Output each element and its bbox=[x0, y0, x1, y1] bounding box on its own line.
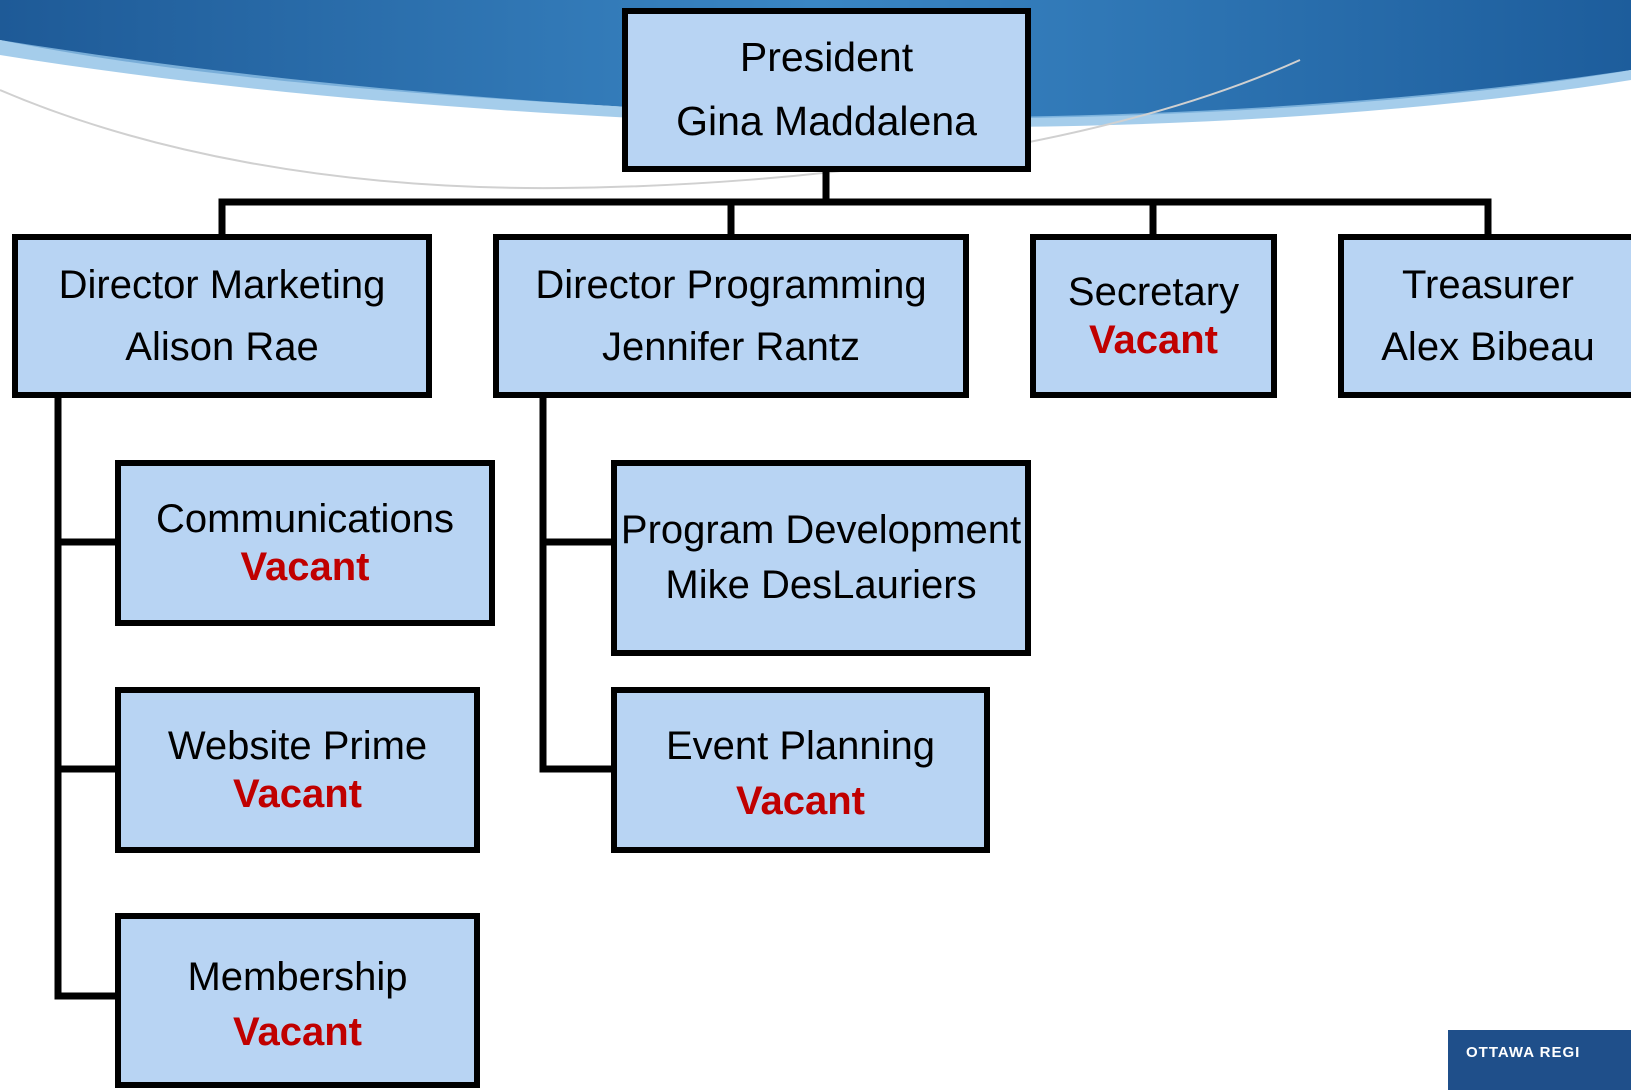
president-box: President Gina Maddalena bbox=[622, 8, 1031, 172]
organization-logo: OTTAWA REGI bbox=[1448, 1030, 1631, 1090]
director-programming-role: Director Programming bbox=[535, 263, 927, 307]
treasurer-box: Treasurer Alex Bibeau bbox=[1338, 234, 1631, 398]
website-prime-box: Website Prime Vacant bbox=[115, 687, 480, 853]
director-marketing-box: Director Marketing Alison Rae bbox=[12, 234, 432, 398]
program-development-name: Mike DesLauriers bbox=[665, 563, 977, 607]
membership-role: Membership bbox=[187, 954, 408, 999]
director-marketing-role: Director Marketing bbox=[58, 263, 386, 307]
secretary-box: Secretary Vacant bbox=[1030, 234, 1277, 398]
director-programming-box: Director Programming Jennifer Rantz bbox=[493, 234, 969, 398]
event-planning-vacant-name: Vacant bbox=[736, 779, 865, 823]
communications-vacant-name: Vacant bbox=[240, 545, 370, 589]
president-name: Gina Maddalena bbox=[676, 98, 977, 144]
program-development-role: Program Development bbox=[620, 508, 1022, 553]
treasurer-name: Alex Bibeau bbox=[1381, 325, 1595, 369]
director-marketing-name: Alison Rae bbox=[125, 325, 319, 369]
secretary-vacant-name: Vacant bbox=[1089, 318, 1218, 362]
website-prime-role: Website Prime bbox=[167, 724, 428, 768]
communications-role: Communications bbox=[156, 497, 454, 541]
event-planning-box: Event Planning Vacant bbox=[611, 687, 990, 853]
event-planning-role: Event Planning bbox=[665, 724, 936, 768]
president-role: President bbox=[739, 34, 914, 81]
membership-vacant-name: Vacant bbox=[233, 1009, 362, 1054]
membership-box: Membership Vacant bbox=[115, 913, 480, 1088]
program-development-box: Program Development Mike DesLauriers bbox=[611, 460, 1031, 656]
communications-box: Communications Vacant bbox=[115, 460, 495, 626]
website-prime-vacant-name: Vacant bbox=[233, 772, 362, 816]
secretary-role: Secretary bbox=[1067, 270, 1240, 314]
director-programming-name: Jennifer Rantz bbox=[602, 325, 860, 369]
treasurer-role: Treasurer bbox=[1402, 263, 1574, 307]
logo-text: OTTAWA REGI bbox=[1466, 1044, 1581, 1061]
